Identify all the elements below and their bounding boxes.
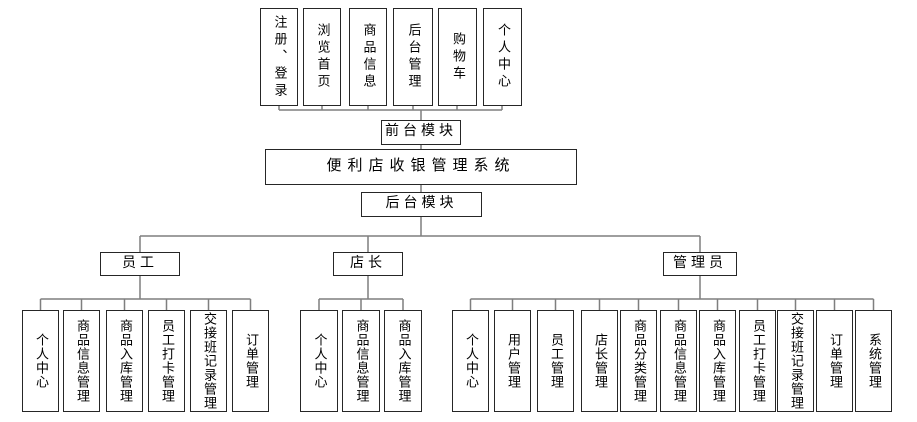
staff-personal-center: 个人中心 <box>22 310 59 412</box>
admin-product-category-mgmt: 商品分类管理 <box>620 310 657 412</box>
admin-product-inbound-mgmt: 商品入库管理 <box>699 310 736 412</box>
mgr-product-inbound-mgmt: 商品入库管理 <box>384 310 422 412</box>
node-role-admin: 管理员 <box>663 252 737 276</box>
admin-user-mgmt: 用户管理 <box>494 310 531 412</box>
node-role-staff: 员工 <box>100 252 180 276</box>
admin-system-mgmt: 系统管理 <box>855 310 892 412</box>
node-back-module: 后台模块 <box>361 192 482 217</box>
node-role-store-manager: 店长 <box>333 252 403 276</box>
admin-staff-mgmt: 员工管理 <box>537 310 574 412</box>
node-backend-manage: 后台管理 <box>393 8 433 106</box>
mgr-personal-center: 个人中心 <box>300 310 338 412</box>
node-browse-home: 浏览首页 <box>303 8 341 106</box>
staff-order-mgmt: 订单管理 <box>232 310 269 412</box>
node-shopping-cart: 购物车 <box>438 8 477 106</box>
mgr-product-info-mgmt: 商品信息管理 <box>342 310 380 412</box>
staff-clock-in-mgmt: 员工打卡管理 <box>148 310 185 412</box>
admin-clock-in-mgmt: 员工打卡管理 <box>739 310 776 412</box>
node-system-root: 便利店收银管理系统 <box>265 149 577 185</box>
staff-product-info-mgmt: 商品信息管理 <box>63 310 100 412</box>
admin-product-info-mgmt: 商品信息管理 <box>660 310 697 412</box>
node-front-module: 前台模块 <box>381 120 461 145</box>
node-personal-center: 个人中心 <box>483 8 522 106</box>
staff-shift-record-mgmt: 交接班记录管理 <box>190 310 227 412</box>
node-register-login: 注册、登录 <box>260 8 298 106</box>
node-product-info: 商品信息 <box>349 8 387 106</box>
admin-shift-record-mgmt: 交接班记录管理 <box>777 310 814 412</box>
admin-store-manager-mgmt: 店长管理 <box>581 310 618 412</box>
staff-product-inbound-mgmt: 商品入库管理 <box>106 310 143 412</box>
admin-order-mgmt: 订单管理 <box>816 310 853 412</box>
admin-personal-center: 个人中心 <box>452 310 489 412</box>
